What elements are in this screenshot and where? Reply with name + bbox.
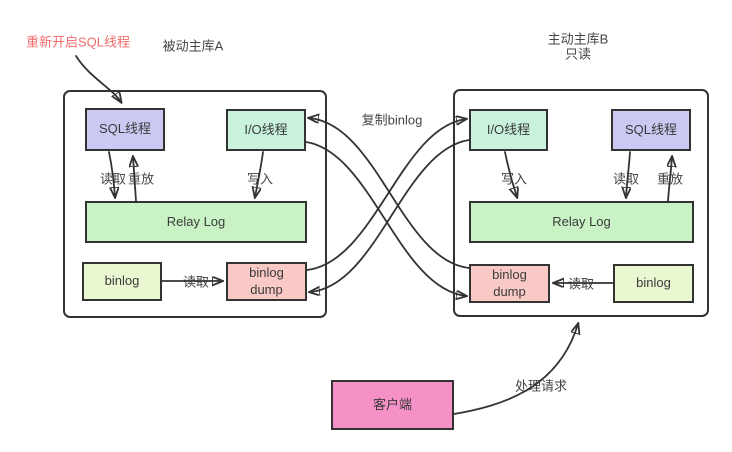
annotation-handle-request: 处理请求 — [514, 378, 568, 394]
server-a-write-label: 写入 — [246, 171, 274, 187]
server-a-replay-label: 重放 — [127, 171, 155, 187]
server-a-io-thread-box: I/O线程 — [226, 109, 306, 151]
server-a-binlog-box: binlog — [82, 262, 162, 301]
server-a-title: 被动主库A — [162, 38, 224, 54]
server-b-binlog-read-label: 读取 — [564, 273, 598, 293]
server-a-read-label: 读取 — [99, 171, 127, 187]
server-a-relay-log-box: Relay Log — [85, 201, 307, 243]
server-b-read-label: 读取 — [612, 171, 640, 187]
server-b-subtitle: 只读 — [564, 46, 592, 62]
server-b-sql-thread-box: SQL线程 — [611, 109, 691, 151]
arrow-b-dump-to-a-io — [309, 118, 470, 269]
server-b-io-thread-box: I/O线程 — [469, 109, 548, 151]
annotation-copy-binlog: 复制binlog — [361, 112, 423, 128]
server-a-binlog-read-label: 读取 — [179, 271, 213, 291]
server-b-write-label: 写入 — [500, 171, 528, 187]
server-b-binlog-box: binlog — [613, 264, 694, 303]
arrow-a-io-to-b-dump — [305, 141, 466, 296]
arrow-b-io-to-a-dump — [310, 139, 470, 292]
server-a-sql-thread-box: SQL线程 — [85, 108, 165, 151]
server-b-replay-label: 重放 — [656, 171, 684, 187]
server-b-title: 主动主库B — [547, 31, 609, 47]
client-box: 客户端 — [331, 380, 454, 430]
annotation-restart-sql-thread: 重新开启SQL线程 — [25, 34, 131, 50]
server-b-relay-log-box: Relay Log — [469, 201, 694, 243]
arrow-a-dump-to-b-io — [306, 119, 466, 271]
server-a-binlog-dump-box: binlog dump — [226, 262, 307, 301]
arrow-client-to-server-b — [453, 324, 578, 415]
server-b-binlog-dump-box: binlog dump — [469, 264, 550, 303]
